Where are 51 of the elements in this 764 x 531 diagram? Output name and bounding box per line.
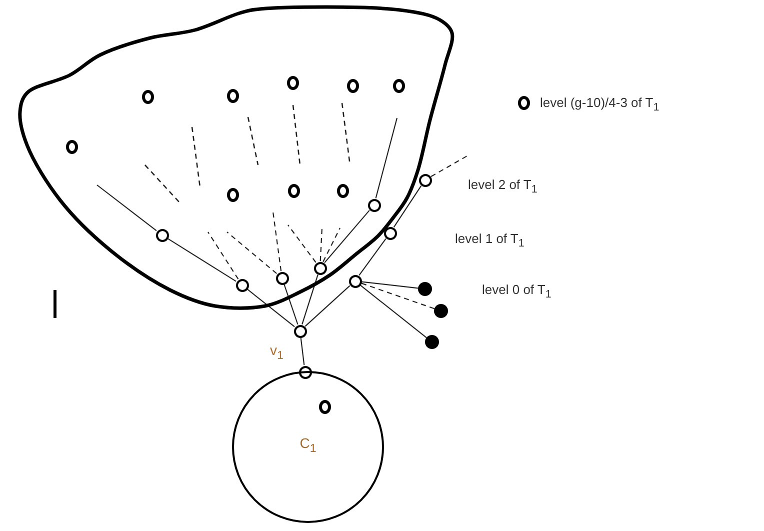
vertex	[227, 188, 239, 202]
edge-line	[375, 118, 398, 198]
node-label: C$_{1}$	[298, 435, 318, 455]
filled-vertex	[434, 304, 448, 318]
vertex	[384, 226, 396, 240]
vertex	[368, 198, 380, 212]
vertex	[142, 90, 154, 104]
dashed-edge	[226, 232, 277, 274]
dashed-edge	[430, 156, 468, 177]
vertex	[66, 140, 78, 154]
level-label: level 2 of T$_{1}$	[468, 178, 538, 196]
edge-line	[304, 285, 350, 327]
vertex	[314, 262, 326, 274]
dashed-edge	[288, 224, 316, 263]
vertex	[518, 96, 530, 110]
vertex	[418, 174, 432, 186]
vertex	[156, 228, 168, 242]
edge-line	[302, 274, 318, 324]
edge-line	[360, 284, 427, 338]
cycle-circle	[232, 371, 384, 523]
dashed-edge	[361, 282, 435, 310]
level-label: level (g-10)/4-3 of T$_{1}$	[540, 96, 660, 114]
dashed-edge	[322, 228, 340, 262]
vertex	[319, 400, 331, 414]
dashed-edge	[272, 212, 282, 272]
vertex	[337, 184, 349, 198]
edge-line	[393, 186, 422, 228]
vertex	[227, 89, 239, 103]
dashed-edge	[208, 232, 239, 280]
edge-line	[284, 284, 298, 325]
vertex-label: v$_{1}$	[270, 343, 284, 362]
vertex	[287, 76, 299, 90]
edge-line	[300, 338, 305, 366]
dashed-edge	[320, 228, 323, 262]
edge-line	[96, 184, 157, 232]
edge-line	[247, 288, 295, 328]
vertex	[348, 274, 362, 288]
vertex	[288, 184, 300, 198]
level-label: level 1 of T$_{1}$	[455, 232, 524, 250]
edge-line	[168, 238, 236, 282]
level-label: level 0 of T$_{1}$	[482, 283, 552, 300]
filled-vertex	[418, 282, 432, 296]
edge-line	[324, 210, 370, 264]
filled-vertex	[425, 335, 439, 349]
vertex	[294, 324, 306, 338]
vertex	[276, 272, 288, 284]
vertex	[347, 79, 359, 93]
edge-line	[362, 281, 418, 289]
edge-line	[358, 238, 386, 276]
vertex	[236, 278, 248, 292]
vertex	[393, 79, 405, 93]
